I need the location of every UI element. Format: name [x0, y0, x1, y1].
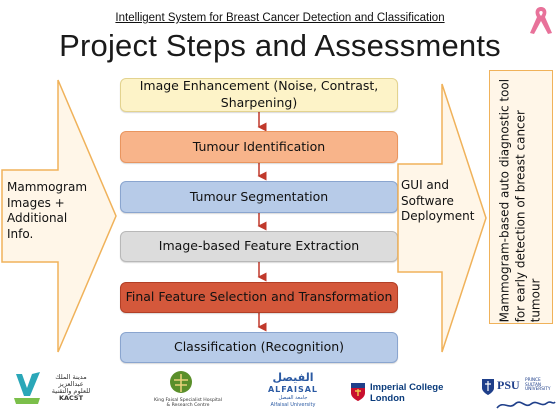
input-label-line: Additional	[7, 211, 68, 226]
step-label-line: Image Enhancement (Noise, Contrast,	[139, 78, 379, 94]
imperial-crest-icon	[351, 383, 365, 401]
output-label-line: for early detection of breast cancer	[513, 110, 528, 323]
imperial-text: London	[370, 392, 405, 404]
imperial-text: Imperial College	[370, 382, 444, 393]
psu-text: PSU	[497, 378, 520, 392]
input-arrow-shape	[1, 79, 117, 353]
step-image-enhancement: Image Enhancement (Noise, Contrast, Shar…	[120, 78, 398, 112]
step-feature-selection: Final Feature Selection and Transformati…	[120, 282, 398, 313]
step-classification: Classification (Recognition)	[120, 332, 398, 363]
deployment-arrow-shape	[397, 83, 487, 353]
page-title: Project Steps and Assessments	[59, 28, 501, 63]
deployment-label-line: Software	[401, 193, 454, 208]
output-label-line: Mammogram-based auto diagnostic tool	[497, 78, 512, 323]
pink-ribbon-icon	[530, 7, 552, 34]
step-label-line: Classification (Recognition)	[173, 339, 345, 355]
step-label-line: Image-based Feature Extraction	[158, 238, 360, 254]
step-label-line: Tumour Identification	[192, 138, 326, 154]
kacst-emblem-icon	[14, 372, 40, 404]
alfaisal-arabic-text: الفيصل	[272, 371, 314, 384]
king-faisal-hospital-logo: King Faisal Specialist Hospital & Resear…	[152, 370, 224, 414]
alfaisal-university-arabic: جامعة الفيصل	[278, 395, 308, 401]
input-label-line: Images +	[7, 195, 65, 210]
input-label-line: Info.	[7, 226, 34, 241]
psu-university-text: PRINCE SULTAN UNIVERSITY	[525, 378, 551, 393]
psu-arabic-calligraphy	[496, 401, 556, 409]
alfaisal-logo: الفيصل ALFAISAL جامعة الفيصل Alfaisal Un…	[258, 371, 328, 414]
kacst-text: للعلوم والتقنية	[51, 387, 91, 396]
step-tumour-segmentation: Tumour Segmentation	[120, 181, 398, 213]
project-subtitle: Intelligent System for Breast Cancer Det…	[115, 12, 445, 24]
psu-logo: PSU PRINCE SULTAN UNIVERSITY	[481, 378, 557, 416]
step-tumour-identification: Tumour Identification	[120, 131, 398, 163]
alfaisal-university-text: Alfaisal University	[270, 402, 316, 408]
step-label-line: Sharpening)	[220, 95, 298, 110]
alfaisal-text: ALFAISAL	[267, 385, 319, 394]
psu-crest-icon	[482, 379, 494, 395]
input-label-line: Mammogram	[7, 180, 88, 194]
imperial-logo: Imperial College London	[350, 382, 450, 408]
kacst-text: مدينة الملك عبدالعزيز	[55, 373, 87, 389]
output-label-line: tumour	[528, 278, 543, 323]
hospital-text: King Faisal Specialist Hospital & Resear…	[153, 398, 223, 409]
kacst-logo: مدينة الملك عبدالعزيز للعلوم والتقنية KA…	[10, 368, 100, 414]
kacst-text: KACST	[58, 394, 84, 403]
deployment-label-line: Deployment	[401, 209, 475, 224]
deployment-label: GUI and Software Deployment	[401, 178, 474, 225]
step-label-line: Tumour Segmentation	[189, 188, 329, 204]
input-label: Mammogram Images + Additional Info.	[7, 180, 87, 242]
output-label: Mammogram-based auto diagnostic tool for…	[497, 72, 545, 323]
deployment-label-line: GUI and	[401, 178, 450, 192]
step-label-line: Final Feature Selection and Transformati…	[125, 289, 393, 305]
palm-emblem-icon	[170, 371, 192, 393]
step-feature-extraction: Image-based Feature Extraction	[120, 231, 398, 262]
output-box	[489, 70, 553, 324]
